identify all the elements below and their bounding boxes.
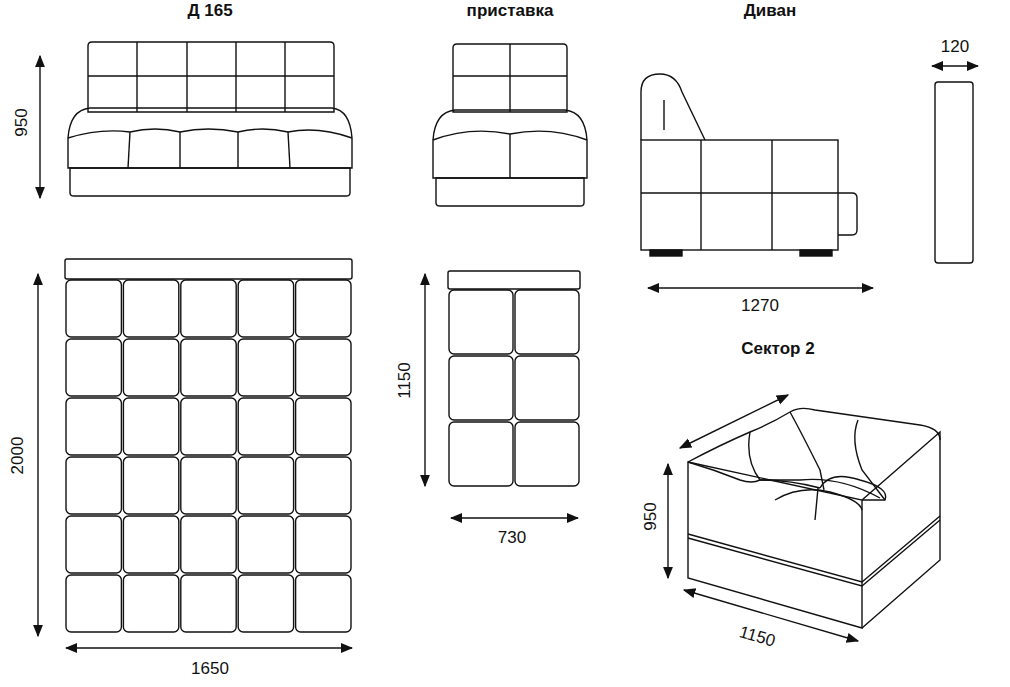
view-title: Сектор 2 [741,340,814,357]
view-title: Д 165 [187,2,232,19]
cushion-cell [296,516,351,573]
cushion-cell [449,422,513,486]
cushion-cell [181,457,236,514]
cushion-cell [238,457,293,514]
cushion-cell [238,575,293,632]
cushion-cell [238,339,293,396]
cushion-cell [123,457,178,514]
cushion-cell [66,398,121,455]
module-plan [425,271,580,518]
cushion-cell [181,398,236,455]
dimension-label: 730 [498,529,526,546]
dimension-label: 120 [941,38,969,55]
cushion-cell [238,516,293,573]
cushion-cell [123,339,178,396]
cushion-cell [296,575,351,632]
dimension-label: 1150 [396,362,413,399]
cushion-cell [123,516,178,573]
cushion-cell [66,339,121,396]
cushion-cell [449,356,513,420]
dimension-label: 1150 [737,623,777,649]
sofa-front [40,42,352,198]
cushion-cell [515,290,579,354]
sofa-side [641,66,978,288]
cushion-cell [181,339,236,396]
module-front [433,44,587,206]
cushion-cell [66,457,121,514]
dimension-label: 1650 [191,660,229,677]
cushion-cell [515,356,579,420]
cushion-cell [296,457,351,514]
cushion-cell [123,398,178,455]
dimension-label: 950 [642,502,659,530]
cushion-cell [181,280,236,337]
cushion-cell [449,290,513,354]
cushion-cell [515,422,579,486]
cushion-cell [296,280,351,337]
sofa-plan [38,259,352,648]
cushion-cell [66,516,121,573]
corner-section [668,395,940,641]
cushion-cell [181,575,236,632]
cushion-cell [123,280,178,337]
cushion-cell [66,280,121,337]
dimension-label: 950 [13,108,30,136]
cushion-cell [66,575,121,632]
cushion-cell [181,516,236,573]
cushion-cell [238,398,293,455]
dimension-label: 1270 [741,297,779,314]
dimension-label: 2000 [10,436,27,474]
view-title: Диван [744,2,797,19]
cushion-cell [296,339,351,396]
view-title: приставка [467,2,554,19]
cushion-cell [123,575,178,632]
cushion-cell [296,398,351,455]
cushion-cell [238,280,293,337]
